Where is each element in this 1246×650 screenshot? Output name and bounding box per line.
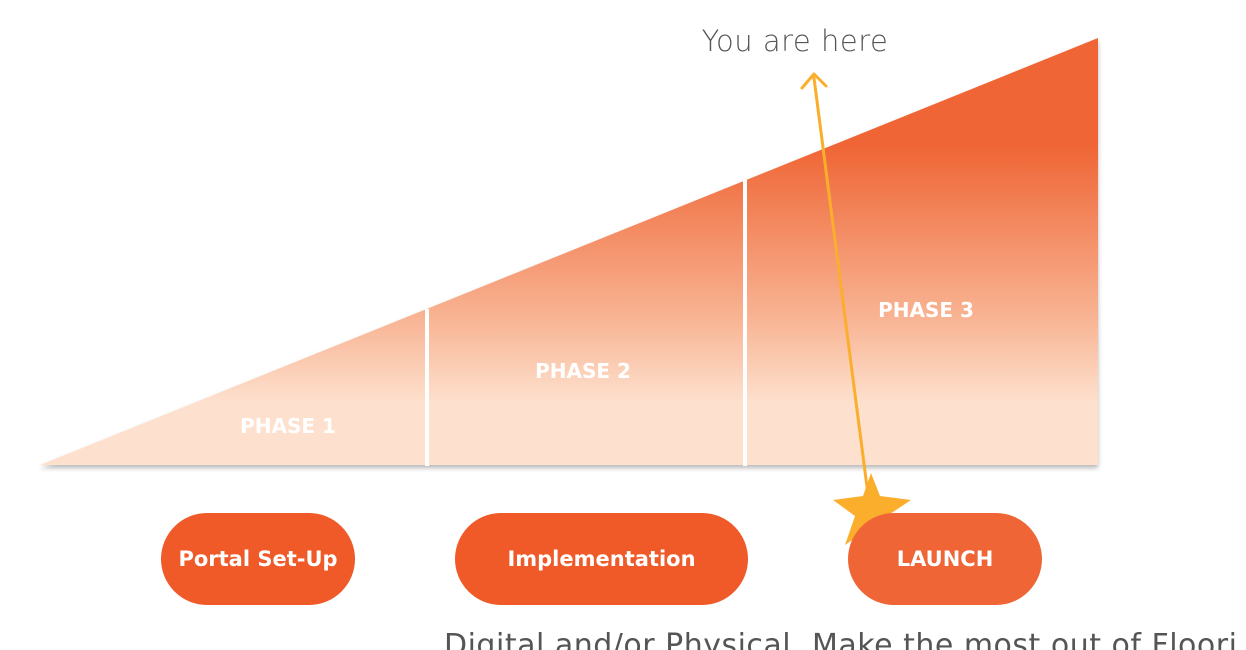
star-icon (833, 473, 911, 545)
pointer-arrow-head-icon (800, 72, 828, 90)
step-button-portal-set-up[interactable]: Portal Set-Up (161, 513, 355, 605)
phase-3-description: Make the most out of Floori (812, 628, 1238, 650)
phase-2-label: PHASE 2 (535, 359, 631, 383)
phase-1-label: PHASE 1 (240, 414, 336, 438)
phase-3-label: PHASE 3 (878, 298, 974, 322)
you-are-here-label: You are here (701, 24, 889, 58)
you-are-here-pointer (812, 76, 872, 512)
step-button-launch[interactable]: LAUNCH (848, 513, 1042, 605)
phase-wedge (40, 38, 1098, 465)
step-button-implementation[interactable]: Implementation (455, 513, 748, 605)
phase-2-description: Digital and/or Physical (444, 628, 792, 650)
